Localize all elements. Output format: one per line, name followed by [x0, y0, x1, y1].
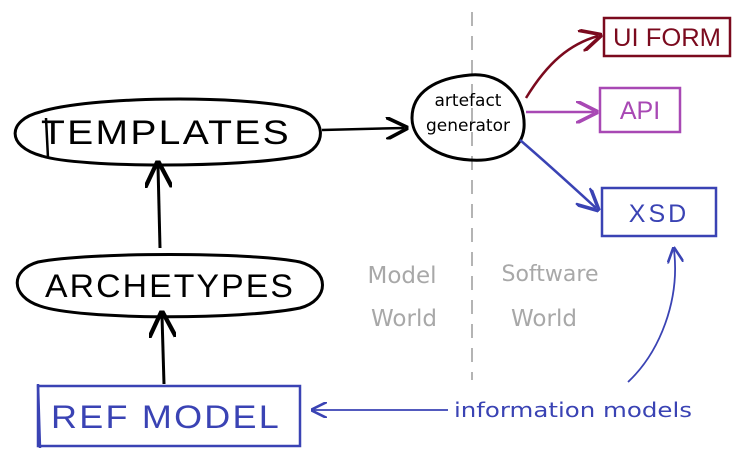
- xsd-label: XSD: [629, 200, 689, 228]
- software-world-label: Software World: [502, 262, 599, 332]
- xsd-node: XSD: [600, 186, 718, 238]
- ui-form-node: UI FORM: [602, 16, 732, 58]
- arrow-ref-model-to-archetypes: [162, 316, 164, 385]
- arrow-archetypes-to-templates: [158, 166, 160, 249]
- arrow-info-models-to-xsd: [627, 250, 675, 383]
- svg-text:Model: Model: [367, 263, 436, 289]
- generator-label-line2: generator: [426, 116, 510, 136]
- templates-label: TEMPLATES: [41, 114, 291, 152]
- archetypes-node: ARCHETYPES: [15, 253, 324, 319]
- arrow-generator-to-xsd: [519, 139, 596, 208]
- ui-form-label: UI FORM: [613, 24, 721, 52]
- api-node: API: [598, 86, 682, 134]
- archetypes-label: ARCHETYPES: [45, 268, 295, 304]
- model-world-label: Model World: [367, 263, 436, 332]
- api-label: API: [620, 97, 660, 125]
- ref-model-node: REF MODEL: [36, 383, 302, 449]
- svg-text:World: World: [371, 306, 437, 332]
- information-models-label: information models: [454, 398, 692, 422]
- ref-model-label: REF MODEL: [51, 399, 281, 435]
- generator-label-line1: artefact: [435, 91, 502, 111]
- arrow-templates-to-generator: [321, 128, 404, 130]
- artefact-generator-node: artefact generator: [410, 73, 526, 162]
- templates-node: TEMPLATES: [13, 97, 322, 167]
- arrow-generator-to-ui-form: [524, 36, 598, 99]
- svg-text:Software: Software: [502, 262, 599, 287]
- svg-text:World: World: [511, 306, 577, 332]
